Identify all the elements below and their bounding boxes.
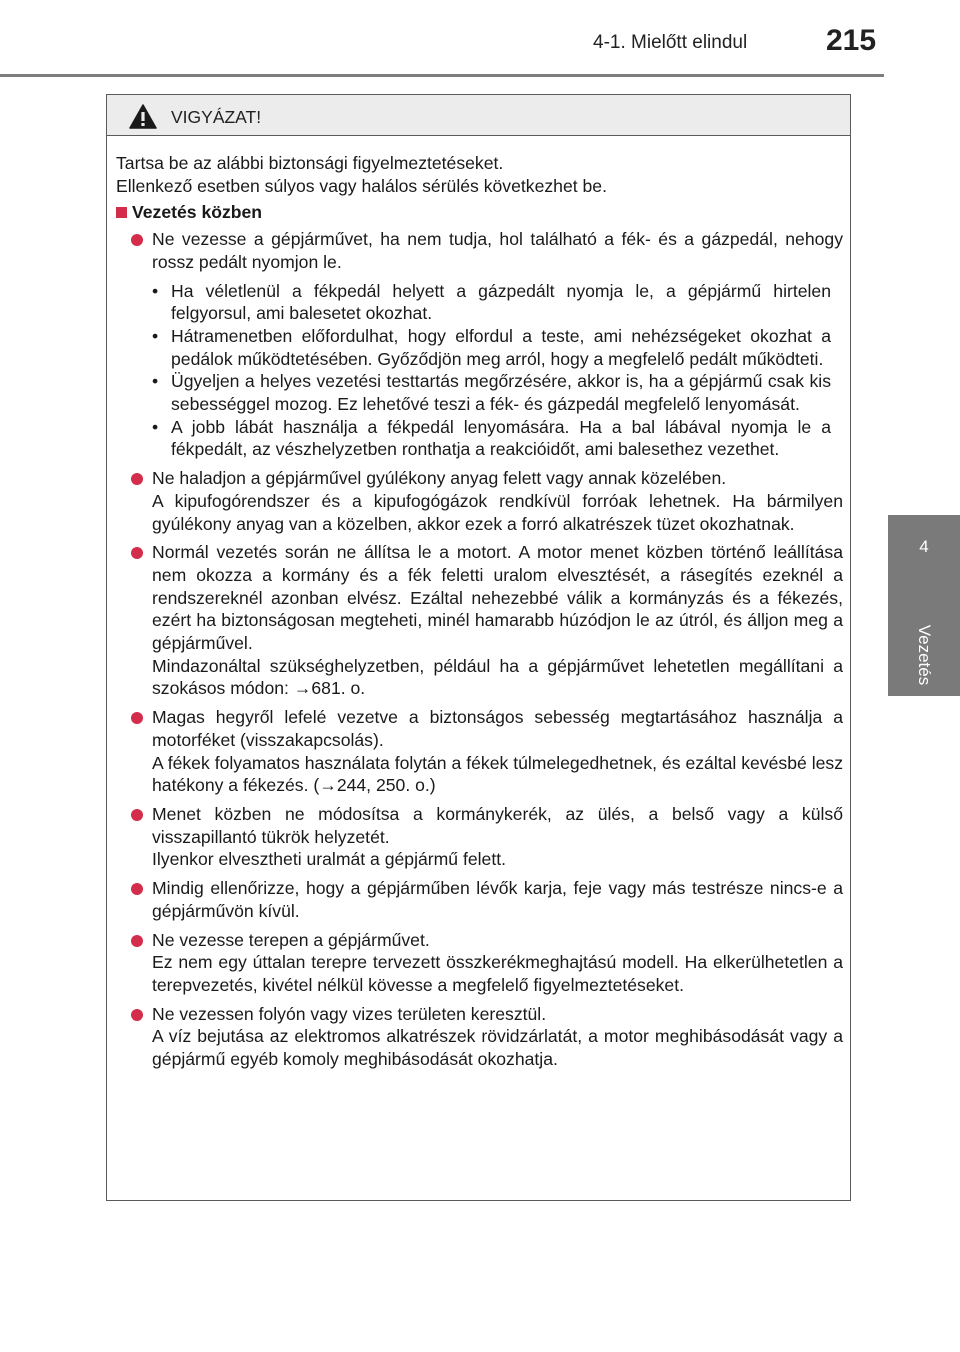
item-text: Magas hegyről lefelé vezetve a biztonság… <box>152 707 843 796</box>
list-item: Ne haladjon a gépjárművel gyúlékony anya… <box>116 467 843 535</box>
warning-title: VIGYÁZAT! <box>171 107 262 127</box>
list-item: Ne vezesse a gépjárművet, ha nem tudja, … <box>116 228 843 461</box>
list-item: Menet közben ne módosítsa a kormánykerék… <box>116 803 843 871</box>
dot-bullet-icon: • <box>152 325 159 346</box>
round-bullet-icon <box>131 883 143 896</box>
dot-bullet-icon: • <box>152 280 159 301</box>
warning-triangle-icon <box>129 104 157 129</box>
sub-list-item: •Ha véletlenül a fékpedál helyett a gázp… <box>152 280 831 324</box>
list-item: Mindig ellenőrizze, hogy a gépjárműben l… <box>116 877 843 922</box>
header-rule <box>0 74 884 77</box>
sub-list: •Ha véletlenül a fékpedál helyett a gázp… <box>152 280 843 462</box>
round-bullet-icon <box>131 547 143 560</box>
item-text: Ne vezesse a gépjárművet, ha nem tudja, … <box>152 229 843 272</box>
sub-list-item: •A jobb lábát használja a fékpedál lenyo… <box>152 416 831 460</box>
item-text: Mindig ellenőrizze, hogy a gépjárműben l… <box>152 878 843 921</box>
section-title: 4-1. Mielőtt elindul <box>593 32 748 53</box>
item-text: Normál vezetés során ne állítsa le a mot… <box>152 542 843 699</box>
chapter-tab: 4 Vezetés <box>888 515 960 696</box>
warning-content: Tartsa be az alábbi biztonsági figyelmez… <box>116 152 843 1077</box>
item-text: Ne vezesse terepen a gépjárművet.Ez nem … <box>152 929 843 995</box>
section-heading: Vezetés közben <box>116 201 843 224</box>
square-bullet-icon <box>116 207 127 219</box>
round-bullet-icon <box>131 712 143 725</box>
list-item: Ne vezesse terepen a gépjárművet.Ez nem … <box>116 929 843 997</box>
list-item: Magas hegyről lefelé vezetve a biztonság… <box>116 706 843 797</box>
sub-list-item: •Ügyeljen a helyes vezetési testtartás m… <box>152 371 831 415</box>
warning-box: VIGYÁZAT! <box>106 94 851 1201</box>
chapter-number: 4 <box>919 537 929 556</box>
intro-text: Tartsa be az alábbi biztonsági figyelmez… <box>116 153 607 196</box>
round-bullet-icon <box>131 234 143 247</box>
warning-header: VIGYÁZAT! <box>107 95 850 136</box>
round-bullet-icon <box>131 808 143 821</box>
page-number: 215 <box>826 24 877 57</box>
round-bullet-icon <box>131 1008 143 1021</box>
item-text: Ne haladjon a gépjárművel gyúlékony anya… <box>152 468 843 534</box>
list-item: Normál vezetés során ne állítsa le a mot… <box>116 541 843 700</box>
chapter-label: Vezetés <box>915 624 934 686</box>
item-text: Menet közben ne módosítsa a kormánykerék… <box>152 803 843 870</box>
warning-items: Ne vezesse a gépjárművet, ha nem tudja, … <box>116 228 843 1071</box>
dot-bullet-icon: • <box>152 371 159 392</box>
round-bullet-icon <box>131 934 143 947</box>
dot-bullet-icon: • <box>152 416 159 437</box>
item-text: Ne vezessen folyón vagy vizes területen … <box>152 1003 843 1070</box>
sub-list-item: •Hátramenetben előfordulhat, hogy elford… <box>152 325 831 369</box>
list-item: Ne vezessen folyón vagy vizes területen … <box>116 1003 843 1071</box>
round-bullet-icon <box>131 473 143 486</box>
